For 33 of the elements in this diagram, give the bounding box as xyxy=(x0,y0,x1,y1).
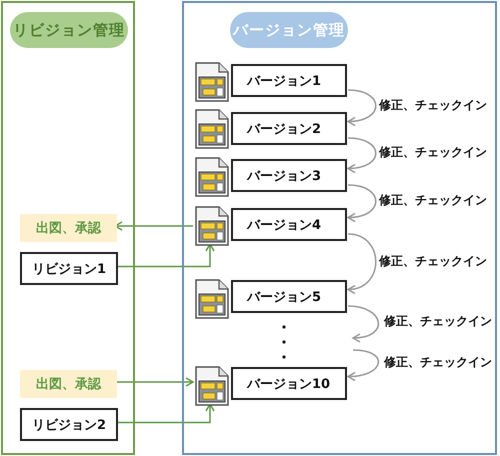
version-box: バージョン3 xyxy=(231,159,347,192)
arrow xyxy=(347,184,376,222)
version-box: バージョン4 xyxy=(231,208,347,241)
revision-box: リビジョン2 xyxy=(20,408,118,441)
version-box: バージョン2 xyxy=(231,112,347,145)
edge-label: 修正、チェックイン xyxy=(379,144,487,162)
document-icon xyxy=(195,366,229,406)
panel-frame xyxy=(182,1,497,455)
edge-label: 修正、チェックイン xyxy=(379,192,487,210)
panel-heading: バージョン管理 xyxy=(230,12,348,48)
panel-heading: リビジョン管理 xyxy=(10,12,128,48)
document-icon xyxy=(195,206,229,246)
document-icon xyxy=(195,157,229,197)
arrow xyxy=(347,89,376,126)
version-box: バージョン5 xyxy=(231,280,347,313)
action-tag: 出図、承認 xyxy=(20,370,117,398)
version-box: バージョン1 xyxy=(231,64,347,97)
arrow xyxy=(115,377,194,387)
arrow xyxy=(347,233,376,294)
arrow xyxy=(348,305,379,342)
edge-label: 修正、チェックイン xyxy=(379,96,487,114)
edge-label: 修正、チェックイン xyxy=(384,354,492,372)
document-icon xyxy=(195,109,229,149)
edge-label: 修正、チェックイン xyxy=(379,252,487,270)
action-tag: 出図、承認 xyxy=(20,214,117,242)
revision-box: リビジョン1 xyxy=(20,252,118,285)
panel-frame xyxy=(1,1,135,455)
version-box: バージョン10 xyxy=(231,367,347,400)
document-icon xyxy=(195,62,229,102)
arrow xyxy=(347,137,376,173)
document-icon xyxy=(195,279,229,319)
arrow xyxy=(347,349,379,381)
edge-label: 修正、チェックイン xyxy=(384,313,492,330)
